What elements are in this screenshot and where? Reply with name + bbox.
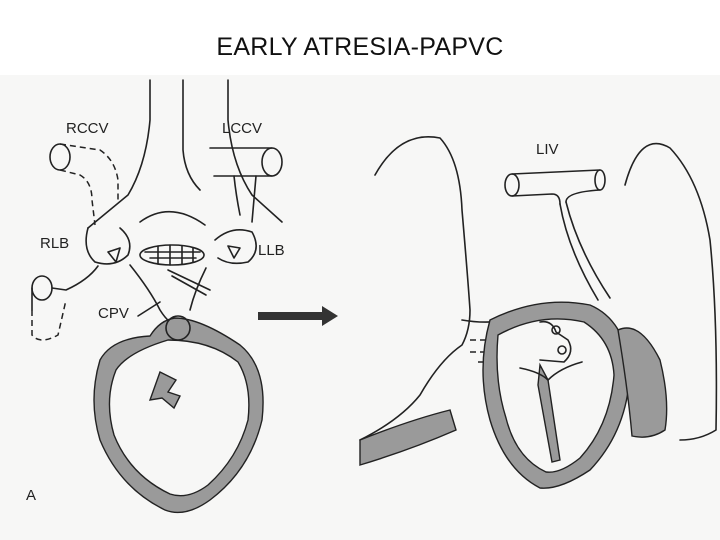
right-lower-strip-left [360,410,456,465]
center-vein-wall [183,80,200,190]
lccv-opening [262,148,282,176]
rlb-fold [108,248,120,262]
label-panel-a: A [26,487,36,504]
figure-panel: RCCV LCCV RLB LLB CPV A LIV [0,75,720,540]
left-vein-wall [88,80,150,228]
plexus-arch [140,212,205,225]
label-llb: LLB [258,242,285,259]
label-lccv: LCCV [222,120,262,137]
slide-title: EARLY ATRESIA-PAPVC [0,33,720,62]
liv-tube [512,170,600,204]
rccv-opening [50,144,70,170]
rccv-dashed-vessel-lower [60,170,95,225]
plexus-mesh [140,245,204,265]
right-lower-column [618,328,667,437]
label-cpv: CPV [98,305,129,322]
llb-fold [228,246,240,258]
liv-opening [505,174,519,196]
cpv-leader-line [138,302,160,316]
lower-vessel-dashed [32,300,66,340]
arrow-right-icon [258,306,338,326]
liv-end [595,170,605,190]
plexus-mesh-grid [145,245,200,265]
right-diagram [360,137,716,488]
label-liv: LIV [536,141,559,158]
right-lung-left-outline [360,137,470,440]
label-rlb: RLB [40,235,69,252]
rlb-bud [86,228,130,264]
liv-descending [560,202,610,300]
left-diagram [32,80,282,512]
diagram-canvas: RCCV LCCV RLB LLB CPV A LIV [0,75,720,540]
right-vein-wall [228,80,282,222]
lower-vessel-opening [32,276,52,300]
label-rccv: RCCV [66,120,109,137]
